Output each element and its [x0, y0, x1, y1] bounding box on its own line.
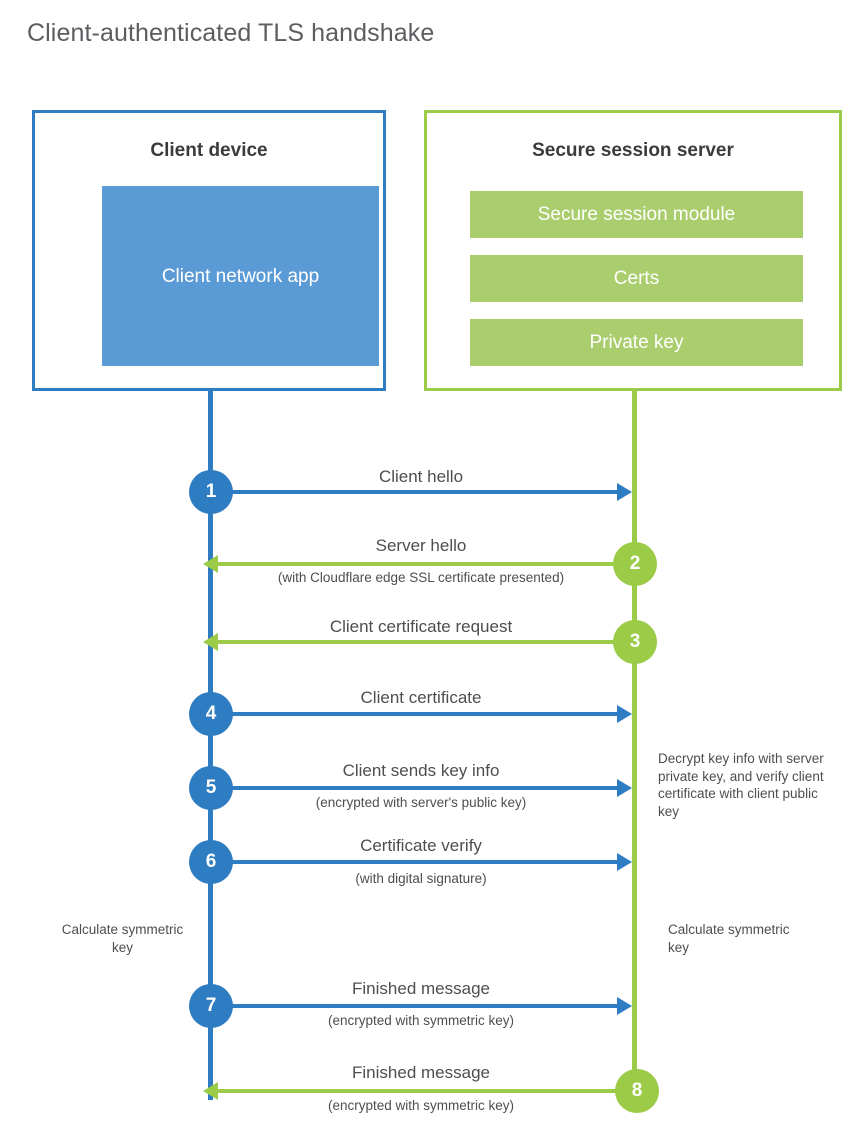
step-8-label: Finished message [352, 1063, 490, 1082]
step-2-sublabel: (with Cloudflare edge SSL certificate pr… [277, 570, 565, 585]
step-1-arrowhead [617, 483, 632, 501]
step-3-arrowhead [203, 633, 218, 651]
page-title: Client-authenticated TLS handshake [27, 19, 435, 47]
step-5-arrowhead [617, 779, 632, 797]
step-7-arrowhead [617, 997, 632, 1015]
client-device-title: Client device [150, 140, 268, 161]
step-3-arrow-line [217, 640, 632, 644]
step-8-arrowhead [203, 1082, 218, 1100]
step-6-sublabel: (with digital signature) [355, 871, 487, 886]
step-8-arrow-line [217, 1089, 632, 1093]
secure-session-server-box: Secure session server Secure session mod… [424, 110, 842, 391]
client-device-box: Client device Client network app [32, 110, 386, 391]
step-5-arrow-line [211, 786, 617, 790]
server-lifeline [632, 391, 637, 1093]
step-2-marker[interactable]: 2 [613, 542, 657, 586]
server-decrypt-note: Decrypt key info with server private key… [658, 751, 824, 819]
step-4-arrow-line [211, 712, 617, 716]
client-network-app-block: Client network app [102, 186, 379, 366]
step-8-sublabel: (encrypted with symmetric key) [327, 1098, 515, 1113]
step-5-marker[interactable]: 5 [189, 766, 233, 810]
step-2-arrowhead [203, 555, 218, 573]
step-7-marker[interactable]: 7 [189, 984, 233, 1028]
step-1-arrow-line [211, 490, 617, 494]
step-2-label: Server hello [375, 536, 467, 555]
step-6-label: Certificate verify [360, 836, 482, 855]
step-3-marker[interactable]: 3 [613, 620, 657, 664]
server-module-private-key: Private key [470, 319, 803, 366]
step-5-label: Client sends key info [342, 761, 500, 780]
client-lifeline [208, 391, 213, 1100]
step-5-sublabel: (encrypted with server's public key) [315, 795, 527, 810]
step-7-arrow-line [211, 1004, 617, 1008]
step-1-marker[interactable]: 1 [189, 470, 233, 514]
step-1-label: Client hello [378, 467, 464, 486]
server-calculate-symmetric-key-note: Calculate symmetric key [668, 922, 790, 955]
step-2-arrow-line [217, 562, 632, 566]
step-7-sublabel: (encrypted with symmetric key) [327, 1013, 515, 1028]
step-3-label: Client certificate request [329, 617, 513, 636]
step-4-label: Client certificate [360, 688, 482, 707]
step-4-arrowhead [617, 705, 632, 723]
step-7-label: Finished message [352, 979, 490, 998]
step-6-marker[interactable]: 6 [189, 840, 233, 884]
step-6-arrowhead [617, 853, 632, 871]
server-module-secure-session-module: Secure session module [470, 191, 803, 238]
step-8-marker[interactable]: 8 [615, 1069, 659, 1113]
step-6-arrow-line [211, 860, 617, 864]
server-module-certs: Certs [470, 255, 803, 302]
step-4-marker[interactable]: 4 [189, 692, 233, 736]
client-calculate-symmetric-key-note: Calculate symmetric key [61, 922, 184, 955]
secure-session-server-title: Secure session server [532, 140, 734, 161]
